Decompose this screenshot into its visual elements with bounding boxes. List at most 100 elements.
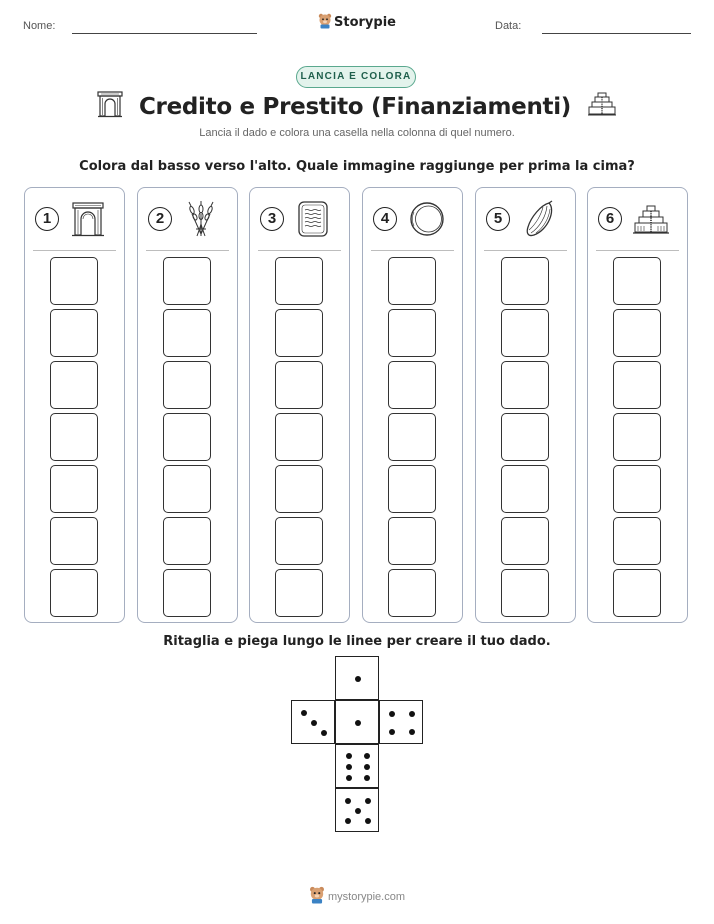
die-pip: [346, 764, 352, 770]
color-cell[interactable]: [501, 309, 549, 357]
color-cell[interactable]: [501, 465, 549, 513]
color-cell[interactable]: [275, 361, 323, 409]
die-pip: [364, 775, 370, 781]
color-cell[interactable]: [613, 465, 661, 513]
die-pip: [321, 730, 327, 736]
color-cell[interactable]: [388, 517, 436, 565]
color-cell[interactable]: [163, 569, 211, 617]
die-pip: [365, 818, 371, 824]
brand-logo: Storypie: [0, 13, 714, 30]
color-cell[interactable]: [275, 413, 323, 461]
column-divider: [596, 250, 679, 251]
color-cell[interactable]: [163, 465, 211, 513]
column-header: 2: [138, 188, 237, 250]
title-row: Credito e Prestito (Finanziamenti): [0, 90, 714, 130]
die-pip: [345, 798, 351, 804]
die-pip: [409, 729, 415, 735]
wheat-icon: [184, 200, 218, 243]
die-pip: [301, 710, 307, 716]
color-cell[interactable]: [50, 413, 98, 461]
clay-tablet-icon: [296, 200, 330, 243]
color-cell[interactable]: [388, 309, 436, 357]
color-cell[interactable]: [275, 309, 323, 357]
color-cell[interactable]: [163, 413, 211, 461]
die-pip: [346, 775, 352, 781]
color-cell[interactable]: [50, 309, 98, 357]
column-header: 1: [25, 188, 124, 250]
column-number: 1: [35, 207, 59, 231]
die-pip: [346, 753, 352, 759]
die-pip: [364, 764, 370, 770]
color-cell[interactable]: [275, 465, 323, 513]
column-divider: [484, 250, 567, 251]
color-cell[interactable]: [388, 413, 436, 461]
cacao-pod-icon: [522, 200, 556, 243]
footer-url[interactable]: mystorypie.com: [327, 891, 406, 903]
column-number: 5: [486, 207, 510, 231]
die-pip: [355, 676, 361, 682]
color-cell[interactable]: [388, 257, 436, 305]
color-cell[interactable]: [501, 517, 549, 565]
ziggurat-icon: [632, 200, 670, 243]
cut-instruction: Ritaglia e piega lungo le linee per crea…: [163, 634, 551, 649]
column-4: 4: [362, 187, 463, 623]
column-header: 4: [363, 188, 462, 250]
column-header: 5: [476, 188, 575, 250]
subtitle: Lancia il dado e colora una casella nell…: [199, 127, 515, 139]
color-cell[interactable]: [388, 361, 436, 409]
date-label: Data:: [495, 20, 522, 32]
column-number: 6: [598, 207, 622, 231]
color-cell[interactable]: [613, 413, 661, 461]
die-face-1: [335, 700, 379, 744]
color-cell[interactable]: [613, 309, 661, 357]
die-face-3: [291, 700, 335, 744]
die-pip: [345, 818, 351, 824]
color-cell[interactable]: [50, 257, 98, 305]
color-cell[interactable]: [275, 517, 323, 565]
color-cell[interactable]: [388, 465, 436, 513]
color-cell[interactable]: [388, 569, 436, 617]
column-header: 6: [588, 188, 687, 250]
color-cell[interactable]: [613, 569, 661, 617]
color-cell[interactable]: [163, 257, 211, 305]
column-divider: [33, 250, 116, 251]
color-cell[interactable]: [275, 569, 323, 617]
color-cell[interactable]: [613, 361, 661, 409]
color-cell[interactable]: [163, 309, 211, 357]
coin-icon: [409, 200, 445, 243]
die-pip: [389, 729, 395, 735]
color-cell[interactable]: [613, 257, 661, 305]
die-pip: [355, 720, 361, 726]
color-cell[interactable]: [163, 517, 211, 565]
column-divider: [146, 250, 229, 251]
footer: mystorypie.com: [0, 886, 714, 904]
die-pip: [364, 753, 370, 759]
storypie-bear-icon: [318, 13, 332, 29]
instruction: Colora dal basso verso l'alto. Quale imm…: [79, 159, 635, 174]
color-cell[interactable]: [501, 569, 549, 617]
column-3: 3: [249, 187, 350, 623]
column-divider: [258, 250, 341, 251]
column-number: 4: [373, 207, 397, 231]
color-cell[interactable]: [163, 361, 211, 409]
name-line[interactable]: [72, 33, 257, 34]
color-cell[interactable]: [50, 569, 98, 617]
color-cell[interactable]: [501, 413, 549, 461]
date-line[interactable]: [542, 33, 691, 34]
column-2: 2: [137, 187, 238, 623]
arch-icon: [71, 200, 105, 243]
page-title: Credito e Prestito (Finanziamenti): [138, 93, 572, 120]
column-number: 3: [260, 207, 284, 231]
color-cell[interactable]: [50, 517, 98, 565]
die-pip: [409, 711, 415, 717]
ziggurat-icon: [587, 91, 617, 122]
name-label: Nome:: [23, 20, 56, 32]
color-cell[interactable]: [501, 257, 549, 305]
color-cell[interactable]: [613, 517, 661, 565]
die-pip: [355, 808, 361, 814]
column-header: 3: [250, 188, 349, 250]
color-cell[interactable]: [501, 361, 549, 409]
color-cell[interactable]: [275, 257, 323, 305]
color-cell[interactable]: [50, 465, 98, 513]
color-cell[interactable]: [50, 361, 98, 409]
